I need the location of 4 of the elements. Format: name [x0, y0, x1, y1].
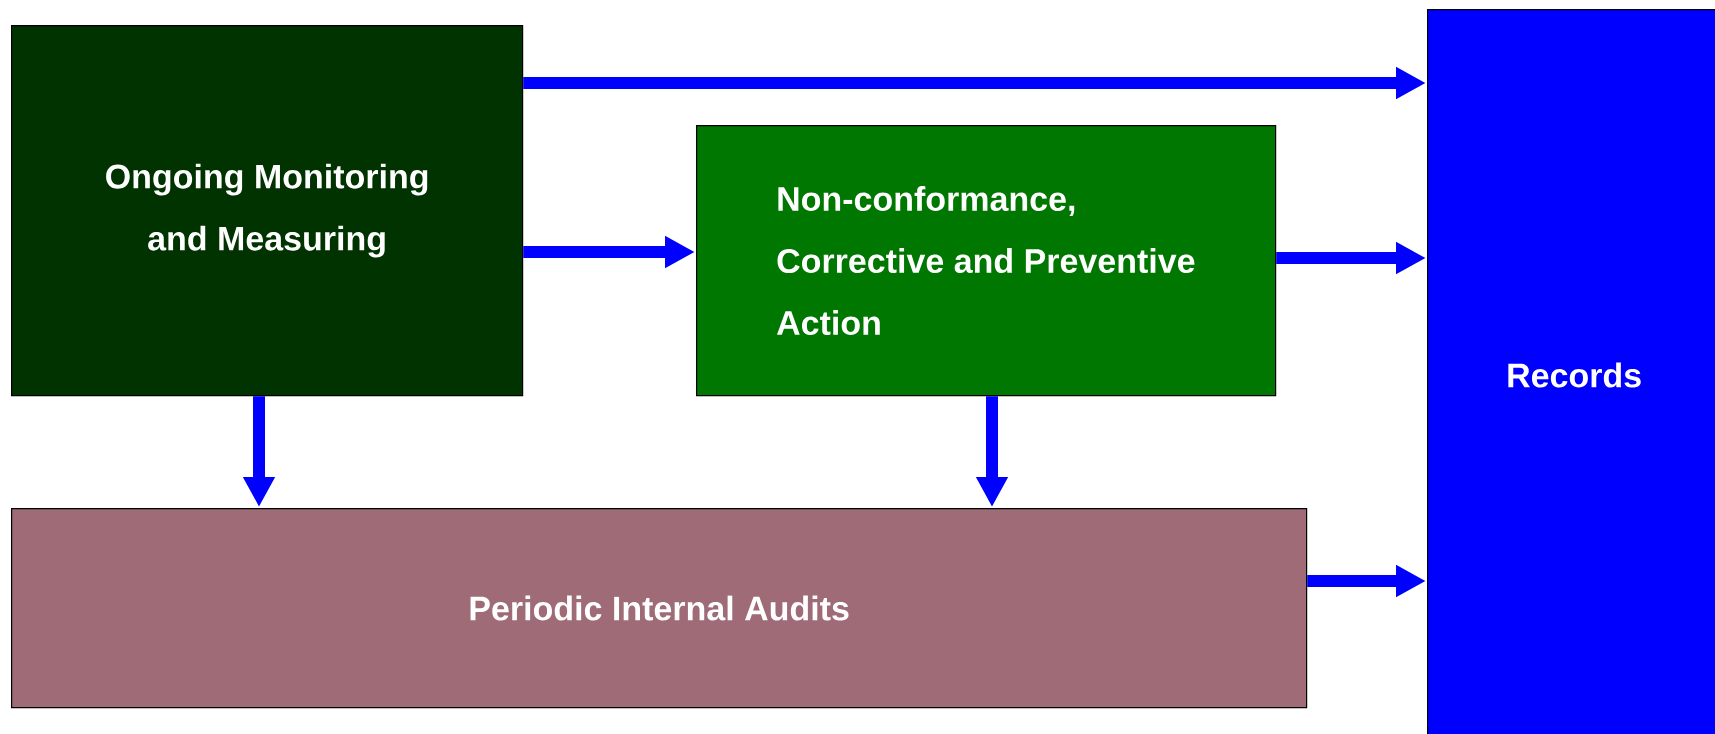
process-box: Records — [1427, 9, 1715, 734]
process-box: Ongoing Monitoring and Measuring — [11, 25, 524, 397]
process-box: Periodic Internal Audits — [11, 508, 1308, 709]
process-box: Non-conformance, Corrective and Preventive Action — [696, 125, 1277, 397]
